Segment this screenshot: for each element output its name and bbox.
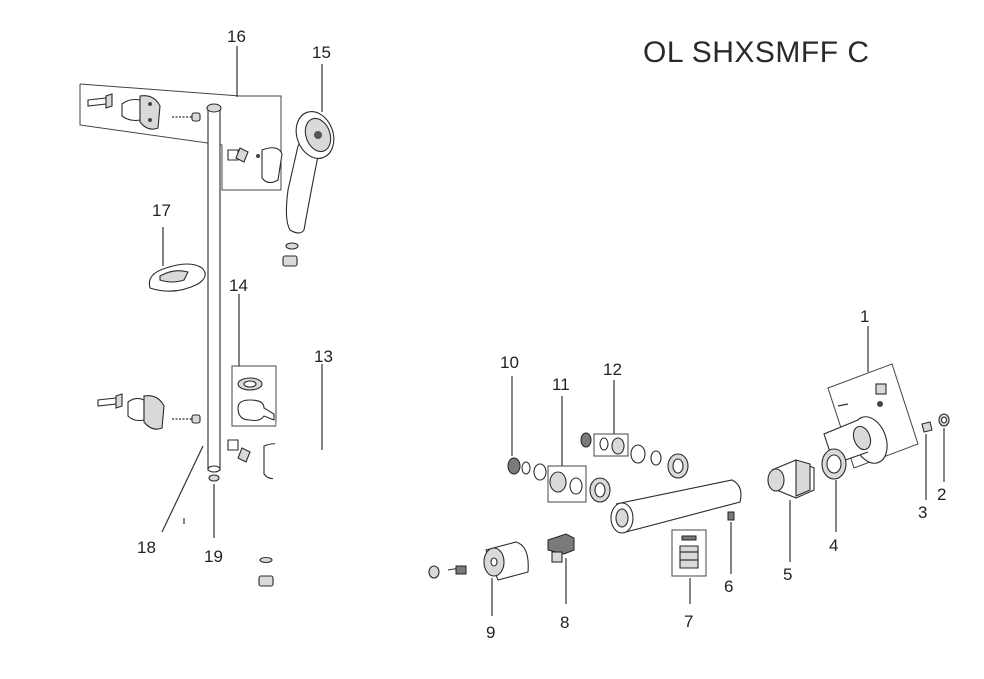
part-17-holder xyxy=(148,227,206,292)
callout-16: 16 xyxy=(227,27,246,46)
callout-18: 18 xyxy=(137,538,156,557)
callout-10: 10 xyxy=(500,353,519,372)
model-title: OL SHXSMFF C xyxy=(643,36,870,69)
callout-13: 13 xyxy=(314,347,333,366)
callout-19: 19 xyxy=(204,547,223,566)
part-5-cartridge xyxy=(767,459,815,562)
callout-15: 15 xyxy=(312,43,331,62)
callout-7: 7 xyxy=(684,612,693,631)
callout-3: 3 xyxy=(918,503,927,522)
callout-17: 17 xyxy=(152,201,171,220)
callout-2: 2 xyxy=(937,485,946,504)
part-8-flow-cartridge xyxy=(547,533,575,604)
callout-6: 6 xyxy=(724,577,733,596)
part-9-flow-handle xyxy=(428,541,529,616)
part-6-plug xyxy=(727,511,735,574)
part-1-temperature-handle-kit xyxy=(823,326,919,469)
callout-9: 9 xyxy=(486,623,495,642)
part-15-hand-shower xyxy=(285,64,335,250)
part-19-end-cap xyxy=(208,474,220,538)
callout-1: 1 xyxy=(860,307,869,326)
callout-8: 8 xyxy=(560,613,569,632)
callout-11: 11 xyxy=(552,375,570,394)
callout-14: 14 xyxy=(229,276,248,295)
callout-12: 12 xyxy=(603,360,622,379)
part-10-check-valve xyxy=(507,376,531,475)
part-18-slide-rail xyxy=(206,103,222,473)
part-13-hose xyxy=(258,255,336,663)
part-14-slider-kit xyxy=(231,294,277,427)
part-4-ring xyxy=(821,448,847,532)
part-3-screw xyxy=(921,421,933,500)
part-12-seals xyxy=(580,380,689,479)
valve-body xyxy=(610,479,742,534)
part-2-cap xyxy=(938,413,950,482)
part-11-connector xyxy=(533,396,611,503)
part-16-bracket-kit xyxy=(79,46,283,191)
callout-4: 4 xyxy=(829,536,838,555)
part-7-filter xyxy=(671,529,707,604)
callout-5: 5 xyxy=(783,565,792,584)
